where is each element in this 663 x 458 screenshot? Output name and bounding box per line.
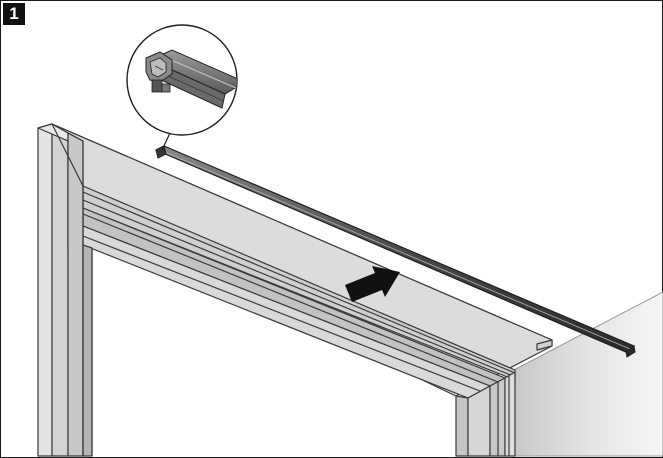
wall bbox=[509, 291, 663, 457]
step-number-badge: 1 bbox=[3, 3, 25, 25]
door-frame bbox=[37, 123, 553, 457]
detail-callout bbox=[126, 24, 238, 151]
seal-profile bbox=[154, 145, 636, 358]
insert-arrow bbox=[345, 266, 400, 302]
